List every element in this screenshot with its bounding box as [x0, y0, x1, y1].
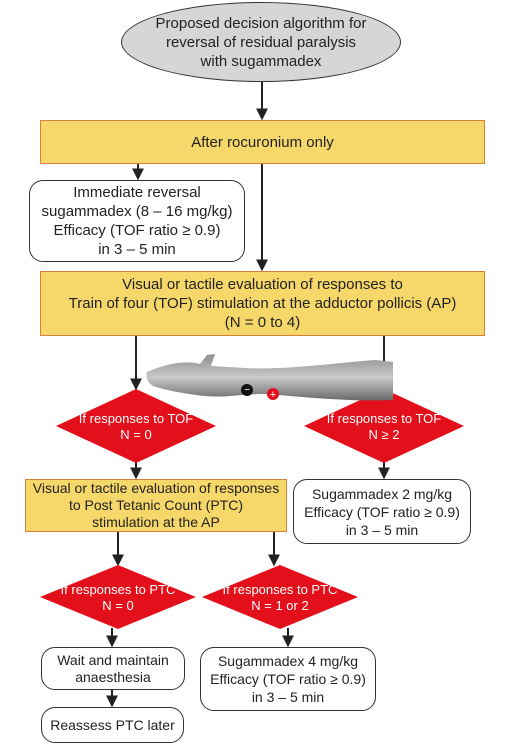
diamond-ptc-0-label: If responses to PTC N = 0 [40, 581, 196, 615]
diamond-ptc-1-2-line-2: N = 1 or 2 [251, 598, 309, 613]
diamond-ptc-0 [40, 565, 196, 629]
diamond-tof-2 [304, 389, 464, 463]
tof-eval-line-2: Train of four (TOF) stimulation at the a… [68, 295, 457, 312]
tof-eval-line-3: (N = 0 to 4) [224, 314, 301, 331]
reassess-box: Reassess PTC later [41, 707, 184, 743]
sugammadex-4-box: Sugammadex 4 mg/kg Efficacy (TOF ratio ≥… [200, 647, 376, 711]
diamond-tof-0-line-1: If responses to TOF [78, 411, 194, 426]
sug4-line-3: in 3 – 5 min [251, 689, 325, 705]
immediate-line-1: Immediate reversal [73, 184, 201, 201]
wait-line-2: anaesthesia [75, 668, 151, 685]
diamond-ptc-0-line-1: If responses to PTC [60, 582, 176, 597]
immediate-line-4: in 3 – 5 min [98, 241, 176, 258]
ptc-eval-line-3: stimulation at the AP [92, 514, 220, 530]
diamond-tof-0-label: If responses to TOF N = 0 [56, 410, 216, 444]
diamond-ptc-1-2 [202, 565, 358, 629]
immediate-line-2: sugammadex (8 – 16 mg/kg) [41, 203, 233, 220]
svg-text:−: − [244, 385, 250, 396]
tof-evaluation-box: Visual or tactile evaluation of response… [40, 271, 485, 336]
sug2-line-1: Sugammadex 2 mg/kg [311, 485, 453, 502]
start-line-3: with sugammadex [200, 52, 322, 70]
immediate-reversal-box: Immediate reversal sugammadex (8 – 16 mg… [29, 180, 245, 262]
immediate-line-3: Efficacy (TOF ratio ≥ 0.9) [53, 222, 221, 239]
ptc-eval-line-1: Visual or tactile evaluation of response… [32, 480, 280, 496]
sug4-line-2: Efficacy (TOF ratio ≥ 0.9) [210, 671, 366, 687]
reassess-text: Reassess PTC later [50, 716, 175, 733]
diamond-ptc-1-2-label: If responses to PTC N = 1 or 2 [202, 581, 358, 615]
diamond-ptc-0-line-2: N = 0 [102, 598, 134, 613]
diamond-tof-2-line-2: N ≥ 2 [368, 427, 400, 442]
wait-box: Wait and maintain anaesthesia [41, 647, 185, 690]
wait-line-1: Wait and maintain [57, 651, 169, 668]
sug4-line-1: Sugammadex 4 mg/kg [217, 653, 359, 669]
electrode-positive-icon [267, 388, 279, 400]
ptc-evaluation-box: Visual or tactile evaluation of response… [25, 479, 287, 532]
diamond-tof-0-line-2: N = 0 [120, 427, 152, 442]
arm-illustration: − + [146, 354, 393, 401]
diamond-tof-2-label: If responses to TOF N ≥ 2 [304, 410, 464, 444]
ptc-eval-line-2: to Post Tetanic Count (PTC) [68, 497, 244, 513]
sug2-line-3: in 3 – 5 min [345, 521, 419, 538]
after-rocuronium-box: After rocuronium only [40, 120, 485, 164]
tof-eval-line-1: Visual or tactile evaluation of response… [122, 276, 403, 293]
start-line-2: reversal of residual paralysis [165, 33, 357, 51]
diamond-tof-2-line-1: If responses to TOF [326, 411, 442, 426]
start-line-1: Proposed decision algorithm for [155, 14, 367, 32]
electrode-negative-icon [241, 384, 253, 396]
sugammadex-2-box: Sugammadex 2 mg/kg Efficacy (TOF ratio ≥… [293, 479, 471, 544]
sug2-line-2: Efficacy (TOF ratio ≥ 0.9) [304, 503, 460, 520]
start-ellipse: Proposed decision algorithm for reversal… [121, 2, 401, 82]
diamond-tof-0 [56, 389, 216, 463]
after-rocuronium-text: After rocuronium only [191, 133, 334, 151]
diamond-ptc-1-2-line-1: If responses to PTC [222, 582, 338, 597]
svg-text:+: + [270, 389, 276, 401]
